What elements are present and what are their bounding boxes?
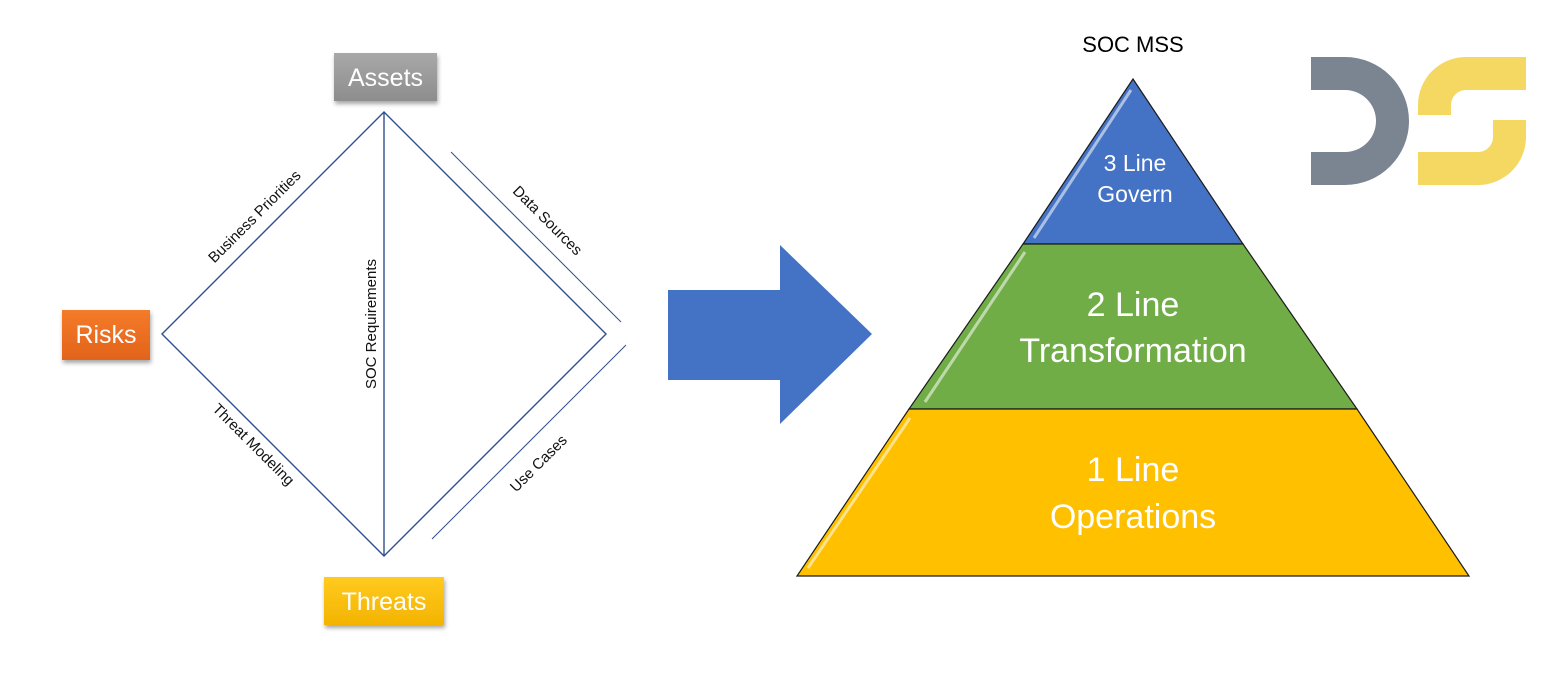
node-threats-label: Threats bbox=[342, 588, 427, 616]
node-assets: Assets bbox=[334, 53, 437, 101]
edge-label-use-cases: Use Cases bbox=[507, 432, 571, 496]
diamond-diagram: Business Priorities Threat Modeling SOC … bbox=[62, 53, 627, 625]
use-cases-line bbox=[431, 344, 627, 540]
bevel-highlight bbox=[1032, 89, 1133, 239]
ds-logo bbox=[1311, 57, 1526, 185]
logo-s-shape bbox=[1418, 57, 1526, 185]
right-arrow bbox=[668, 245, 872, 424]
data-sources-line bbox=[450, 151, 622, 323]
bevel-highlight bbox=[923, 251, 1027, 403]
logo-d-shape bbox=[1311, 57, 1409, 185]
bevel-highlight bbox=[806, 417, 912, 569]
pyramid: SOC MSS 3 Line Govern 2 Line Transformat… bbox=[795, 32, 1471, 577]
node-threats: Threats bbox=[324, 577, 444, 625]
node-risks: Risks bbox=[62, 310, 150, 360]
tier-govern-line1: 3 Line bbox=[1104, 150, 1167, 176]
tier-operations-line1: 1 Line bbox=[1087, 451, 1180, 489]
tier-transformation-line2: Transformation bbox=[1019, 332, 1246, 370]
tier-transformation-line1: 2 Line bbox=[1087, 286, 1180, 324]
tier-govern-line2: Govern bbox=[1097, 181, 1172, 207]
edge-label-threat-modeling: Threat Modeling bbox=[209, 400, 298, 489]
pyramid-title: SOC MSS bbox=[1082, 32, 1183, 57]
node-assets-label: Assets bbox=[348, 64, 423, 92]
edge-label-business-priorities: Business Priorities bbox=[205, 167, 304, 266]
node-risks-label: Risks bbox=[75, 321, 136, 349]
tier-operations bbox=[795, 408, 1471, 577]
edge-label-soc-requirements: SOC Requirements bbox=[363, 259, 380, 389]
tier-operations-line2: Operations bbox=[1050, 498, 1216, 536]
